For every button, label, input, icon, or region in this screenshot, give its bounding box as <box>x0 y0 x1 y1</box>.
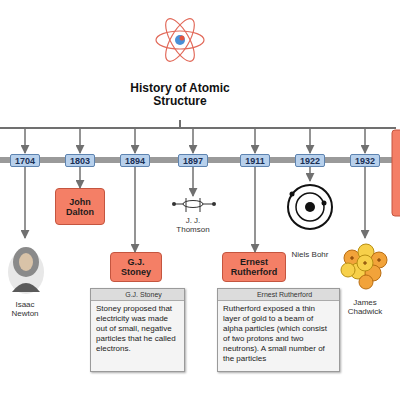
trunk-line <box>179 120 181 128</box>
orbit <box>288 185 332 229</box>
tube-end <box>212 202 216 206</box>
scientist-box: John Dalton <box>55 188 105 225</box>
node-label: 1932 <box>355 156 375 166</box>
branch-arrow <box>134 128 136 153</box>
node-label: Ernest Rutherford <box>225 257 283 277</box>
node-label: 1922 <box>300 156 320 166</box>
branch-line <box>0 127 396 129</box>
particle <box>359 275 373 289</box>
node-label: Isaac Newton <box>2 300 48 318</box>
nucleus <box>175 35 185 45</box>
node-label: 1704 <box>15 156 35 166</box>
year-box: 1894 <box>120 154 150 167</box>
atom-icon <box>156 15 204 66</box>
scientist-figure: J. J. Thomson <box>170 196 216 234</box>
year-box: 1803 <box>65 154 95 167</box>
node-label: J. J. Thomson <box>170 216 216 234</box>
timeline-arrow <box>79 167 81 188</box>
timeline-arrow <box>134 167 136 252</box>
portrait-wig <box>13 247 39 277</box>
tube-plate <box>186 198 187 212</box>
year-box: 1897 <box>178 154 208 167</box>
node-label: John Dalton <box>58 197 102 217</box>
nucleus <box>180 36 185 41</box>
timeline-arrow <box>24 167 26 238</box>
node-label: 1894 <box>125 156 145 166</box>
node-label: G.J. Stoney <box>91 289 184 301</box>
node-label: James Chadwick <box>339 298 391 316</box>
newton-portrait <box>8 247 44 294</box>
note-box: Ernest RutherfordRutherford exposed a th… <box>217 288 340 372</box>
node-label: Ernest Rutherford <box>218 289 339 301</box>
node-label: G.J. Stoney <box>113 257 159 277</box>
cut-off-box <box>392 130 400 216</box>
branch-arrow <box>24 128 26 153</box>
node-body-text: Rutherford exposed a thin layer of gold … <box>218 301 339 367</box>
branch-arrow <box>309 128 311 153</box>
portrait-face <box>19 253 33 271</box>
tube-plate <box>200 198 201 212</box>
electron <box>322 201 327 206</box>
node-label: 1897 <box>183 156 203 166</box>
year-box: 1922 <box>295 154 325 167</box>
bohr-atom <box>288 185 332 229</box>
node-label: 1911 <box>245 156 265 166</box>
scientist-box: Ernest Rutherford <box>222 252 286 282</box>
year-box: 1704 <box>10 154 40 167</box>
nucleus <box>305 202 315 212</box>
scientist-box: G.J. Stoney <box>110 252 162 282</box>
node-label: Niels Bohr <box>292 250 329 259</box>
portrait-body <box>12 283 40 292</box>
year-box: 1911 <box>240 154 270 167</box>
node-body-text: Stoney proposed that electricity was mad… <box>91 301 184 357</box>
electron <box>290 192 295 197</box>
node-label: 1803 <box>70 156 90 166</box>
plus-sign <box>350 256 381 265</box>
scientist-figure: Isaac Newton <box>2 238 48 318</box>
branch-arrow <box>254 128 256 153</box>
branch-arrow <box>192 128 194 153</box>
orbit <box>296 193 324 221</box>
tube-end <box>172 202 176 206</box>
diagram-title: History of Atomic Structure <box>130 82 230 108</box>
timeline-arrow <box>364 167 366 238</box>
timeline-arrow <box>309 167 311 181</box>
year-box: 1932 <box>350 154 380 167</box>
branch-arrow <box>79 128 81 153</box>
scientist-figure: James Chadwick <box>339 238 391 316</box>
branch-arrows <box>25 128 365 153</box>
nucleus-cluster <box>341 244 387 289</box>
particle <box>341 263 355 277</box>
note-box: G.J. StoneyStoney proposed that electric… <box>90 288 185 372</box>
timeline-arrow <box>192 167 194 196</box>
orbit <box>160 15 200 66</box>
orbit <box>160 15 200 66</box>
timeline-arrow <box>254 167 256 252</box>
scientist-figure: Niels Bohr <box>284 181 336 259</box>
branch-arrow <box>364 128 366 153</box>
orbit <box>156 31 204 49</box>
cathode-tube <box>172 198 216 212</box>
